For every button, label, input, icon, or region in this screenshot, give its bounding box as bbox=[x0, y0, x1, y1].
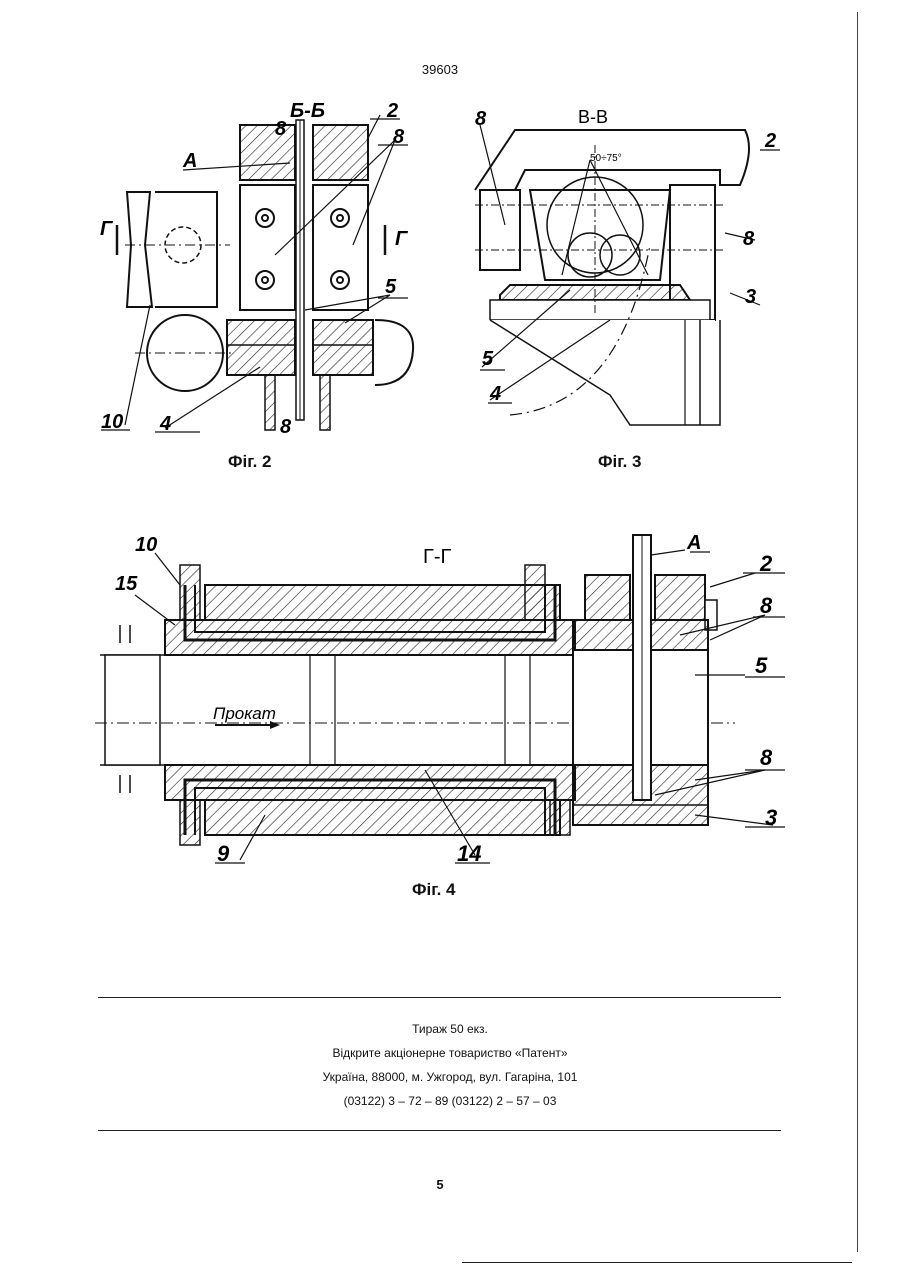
fig4-section-label: Г-Г bbox=[423, 546, 451, 568]
patent-number: 39603 bbox=[0, 62, 880, 77]
fig3-caption: Фіг. 3 bbox=[598, 452, 642, 472]
footer-bottom-rule bbox=[98, 1130, 781, 1131]
footer-circulation: Тираж 50 екз. bbox=[0, 1022, 900, 1036]
fig2-label-5: 5 bbox=[385, 276, 397, 298]
figure-3-drawing: 8 В-В 50÷75° 2 8 3 5 4 bbox=[470, 105, 800, 435]
fig2-label-8-top: 8 bbox=[275, 118, 287, 140]
footer-top-rule bbox=[98, 997, 781, 998]
fig4-flow-label: Прокат bbox=[213, 704, 276, 723]
fig4-label-8-top: 8 bbox=[760, 593, 773, 618]
figure-4-drawing: 10 15 Г-Г Прокат А 2 8 5 8 3 9 14 bbox=[95, 525, 800, 870]
fig4-label-a: А bbox=[686, 532, 701, 554]
fig4-label-3: 3 bbox=[765, 805, 777, 830]
fig2-label-a: А bbox=[182, 150, 197, 172]
bottom-edge-line bbox=[462, 1262, 852, 1263]
fig2-label-8-bottom: 8 bbox=[280, 416, 292, 438]
fig3-label-3: 3 bbox=[745, 286, 756, 308]
fig3-label-2: 2 bbox=[764, 130, 776, 152]
footer-address: Україна, 88000, м. Ужгород, вул. Гагарін… bbox=[0, 1070, 900, 1084]
fig2-label-g-right: Г bbox=[395, 228, 409, 250]
fig4-label-14: 14 bbox=[457, 841, 481, 866]
fig4-caption: Фіг. 4 bbox=[412, 880, 456, 900]
fig3-angle: 50÷75° bbox=[590, 153, 622, 164]
fig3-label-8-left: 8 bbox=[475, 108, 487, 130]
fig2-label-2: 2 bbox=[386, 100, 398, 122]
fig2-section-label: Б-Б bbox=[290, 100, 325, 122]
fig2-label-g-left: Г bbox=[100, 218, 114, 240]
fig2-label-8: 8 bbox=[393, 126, 405, 148]
fig3-label-4: 4 bbox=[489, 383, 501, 405]
fig4-label-8-bottom: 8 bbox=[760, 745, 773, 770]
fig4-label-10: 10 bbox=[135, 534, 157, 556]
fig3-section-label: В-В bbox=[578, 107, 608, 127]
fig2-caption: Фіг. 2 bbox=[228, 452, 272, 472]
margin-line bbox=[857, 12, 858, 1252]
fig4-label-15: 15 bbox=[115, 573, 138, 595]
fig3-label-5: 5 bbox=[482, 348, 494, 370]
fig3-label-8-right: 8 bbox=[743, 228, 755, 250]
page-number: 5 bbox=[0, 1177, 880, 1192]
fig2-label-10: 10 bbox=[101, 411, 123, 433]
fig2-label-4: 4 bbox=[159, 413, 171, 435]
figure-2-drawing: 8 Б-Б 2 8 А Г Г 5 10 4 8 bbox=[95, 95, 425, 440]
footer-publisher: Відкрите акціонерне товариство «Патент» bbox=[0, 1046, 900, 1060]
fig4-label-9: 9 bbox=[217, 841, 230, 866]
fig4-label-2: 2 bbox=[759, 551, 773, 576]
footer-phones: (03122) 3 – 72 – 89 (03122) 2 – 57 – 03 bbox=[0, 1094, 900, 1108]
fig4-label-5: 5 bbox=[755, 653, 768, 678]
